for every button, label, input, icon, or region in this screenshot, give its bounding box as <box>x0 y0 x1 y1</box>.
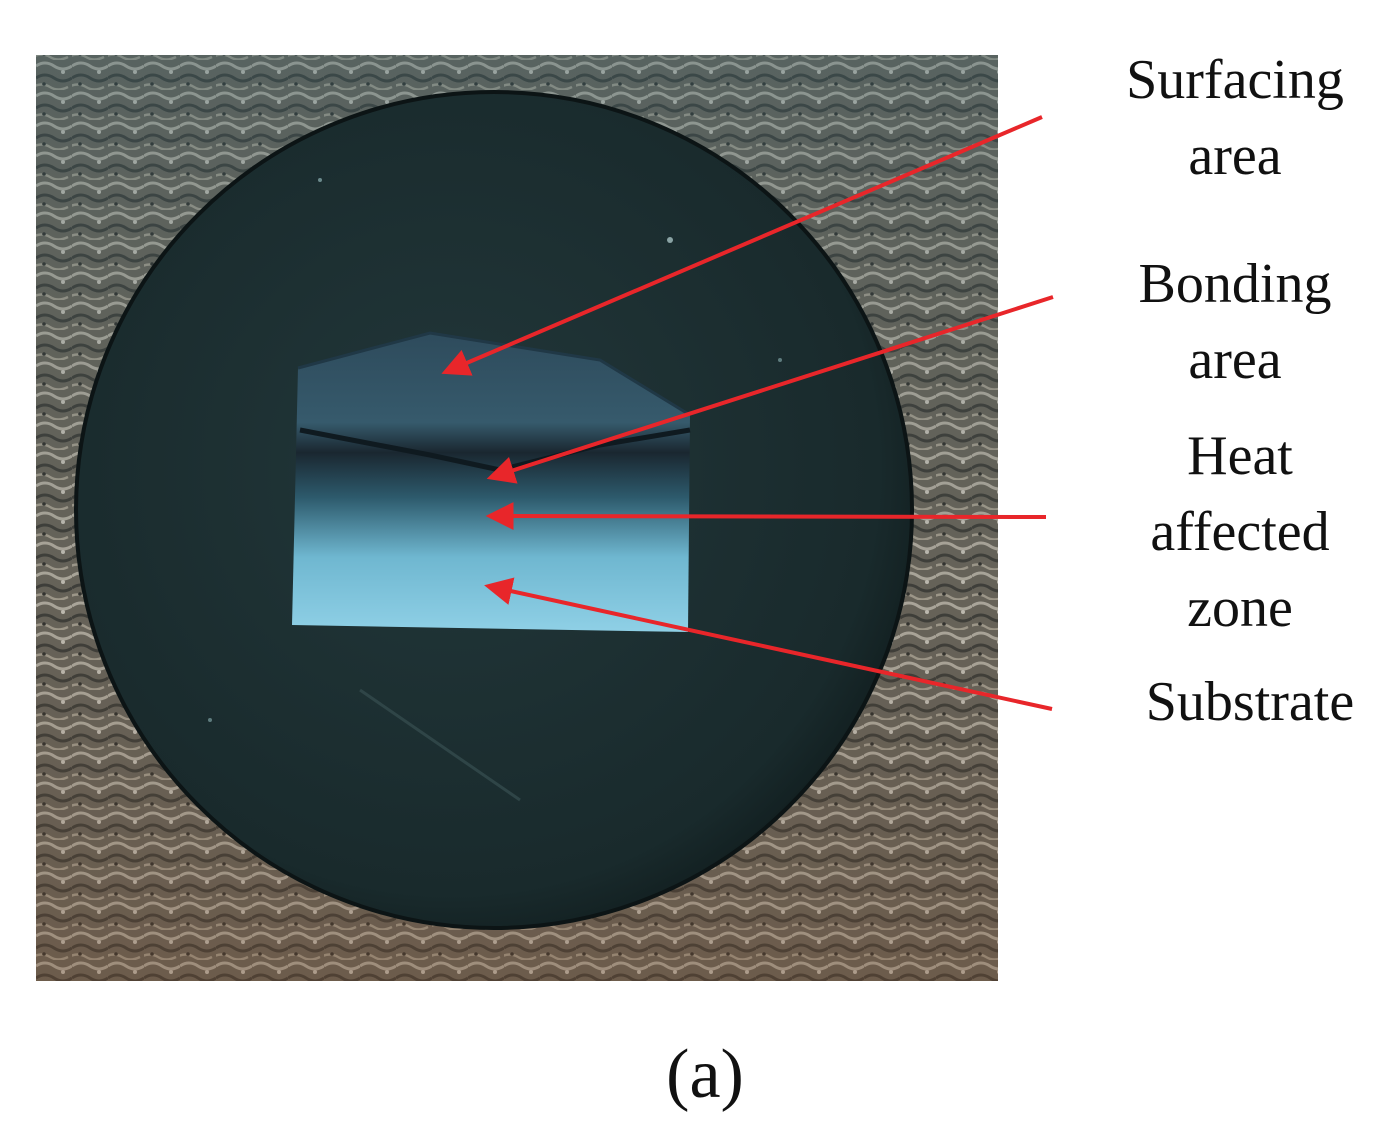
label-surfacing-text: Surfacing area <box>1126 49 1344 187</box>
label-surfacing-area: Surfacing area <box>1100 42 1370 194</box>
figure-caption: (a) <box>666 1036 744 1113</box>
arrow-heat <box>485 502 1047 531</box>
sample-cross-section <box>292 331 691 632</box>
label-bonding-area: Bonding area <box>1100 246 1370 398</box>
annotation-arrows <box>441 115 1054 711</box>
label-substrate: Substrate <box>1120 664 1380 740</box>
label-heat-affected-zone: Heat affected zone <box>1100 418 1380 646</box>
label-substrate-text: Substrate <box>1145 671 1355 733</box>
label-bonding-text: Bonding area <box>1138 253 1332 391</box>
arrow-surfacing <box>441 115 1043 376</box>
label-heat-text: Heat affected zone <box>1150 425 1330 639</box>
arrow-substrate <box>484 577 1053 711</box>
arrow-bonding <box>486 295 1054 484</box>
